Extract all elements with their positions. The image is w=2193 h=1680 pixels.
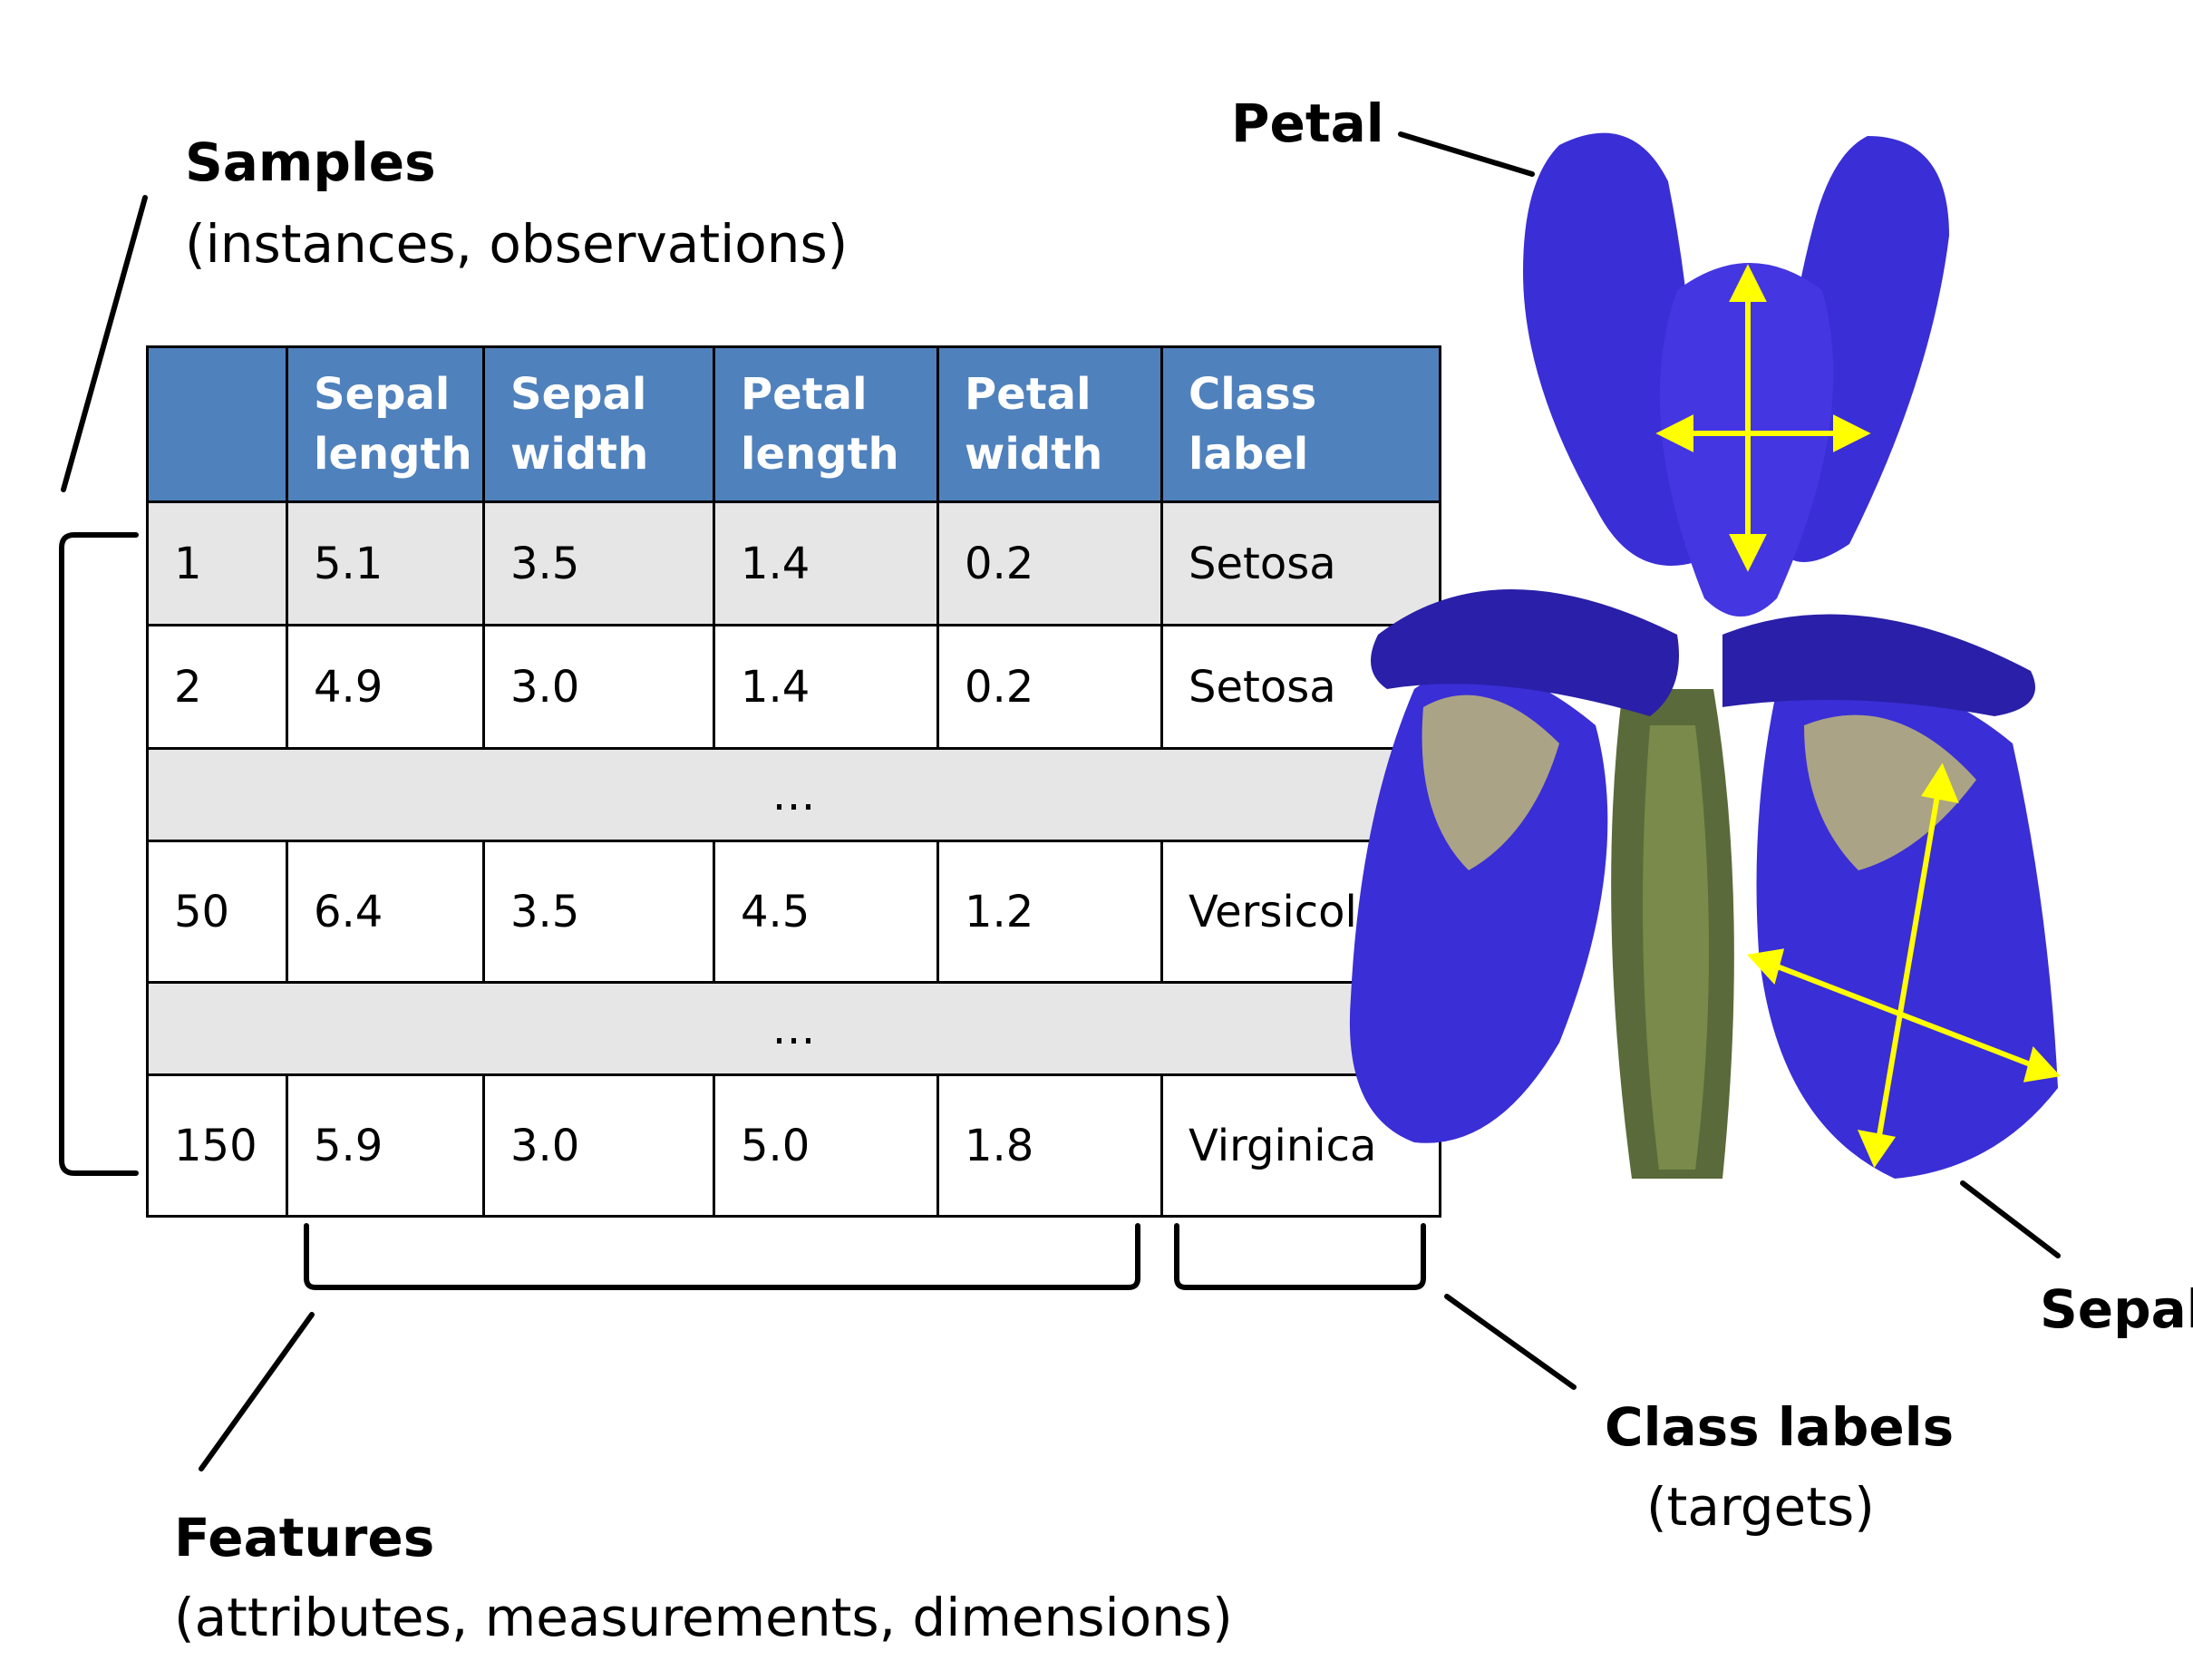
sepal-left [1349,668,1608,1143]
cell-petal-length: 1.4 [713,624,939,750]
class-labels-bracket [1174,1223,1426,1290]
flower-stem [1611,689,1734,1179]
cell-index: 150 [146,1073,288,1218]
sepal-leader-line [1960,1180,2061,1258]
cell-index: 2 [146,624,288,750]
sepal-length-arrow [1874,779,1943,1152]
table-row: 2 4.9 3.0 1.4 0.2 Setosa [146,624,1441,750]
cell-petal-width: 1.2 [936,840,1163,984]
features-title: Features [174,1507,435,1568]
cell-class-label: Setosa [1160,624,1441,750]
ellipsis-cell: … [146,747,1441,842]
features-bracket [304,1223,1140,1290]
samples-title: Samples [185,131,436,193]
features-subtitle: (attributes, measurements, dimensions) [174,1587,1233,1648]
table-row: 150 5.9 3.0 5.0 1.8 Virginica [146,1073,1441,1218]
ellipsis-cell: … [146,981,1441,1076]
sepal-width-arrow [1761,958,2046,1073]
cell-sepal-width: 3.5 [482,840,715,984]
cell-sepal-length: 6.4 [286,840,485,984]
measurement-arrows [1655,264,2061,1169]
cell-petal-length: 1.4 [713,500,939,626]
cell-index: 50 [146,840,288,984]
samples-bracket [59,532,139,1176]
cell-class-label: Setosa [1160,500,1441,626]
cell-petal-width: 1.8 [936,1073,1163,1218]
cell-petal-width: 0.2 [936,500,1163,626]
table-row: 1 5.1 3.5 1.4 0.2 Setosa [146,500,1441,626]
cell-sepal-width: 3.5 [482,500,715,626]
petal-leader-line [1398,131,1535,177]
ellipsis-row: … [146,747,1441,842]
cell-petal-length: 4.5 [713,840,939,984]
cell-petal-width: 0.2 [936,624,1163,750]
cell-sepal-length: 5.9 [286,1073,485,1218]
cell-sepal-length: 5.1 [286,500,485,626]
samples-subtitle: (instances, observations) [185,213,849,275]
ellipsis-row: … [146,981,1441,1076]
cell-class-label: Virginica [1160,1073,1441,1218]
class-labels-title: Class labels [1605,1396,1955,1458]
header-index [146,345,288,503]
class-labels-leader-line [1444,1294,1577,1390]
table-row: 50 6.4 3.5 4.5 1.2 Versicolor [146,840,1441,984]
features-leader-line [199,1312,315,1471]
class-labels-subtitle: (targets) [1646,1476,1875,1538]
cell-sepal-width: 3.0 [482,624,715,750]
cell-petal-length: 5.0 [713,1073,939,1218]
cell-sepal-width: 3.0 [482,1073,715,1218]
cell-sepal-length: 4.9 [286,624,485,750]
falls-petals [1371,589,2035,716]
sepal-right [1756,678,2058,1179]
sepal-label: Sepal [2040,1278,2193,1340]
samples-leader-line [61,195,148,492]
cell-index: 1 [146,500,288,626]
petal-label: Petal [1231,92,1384,154]
